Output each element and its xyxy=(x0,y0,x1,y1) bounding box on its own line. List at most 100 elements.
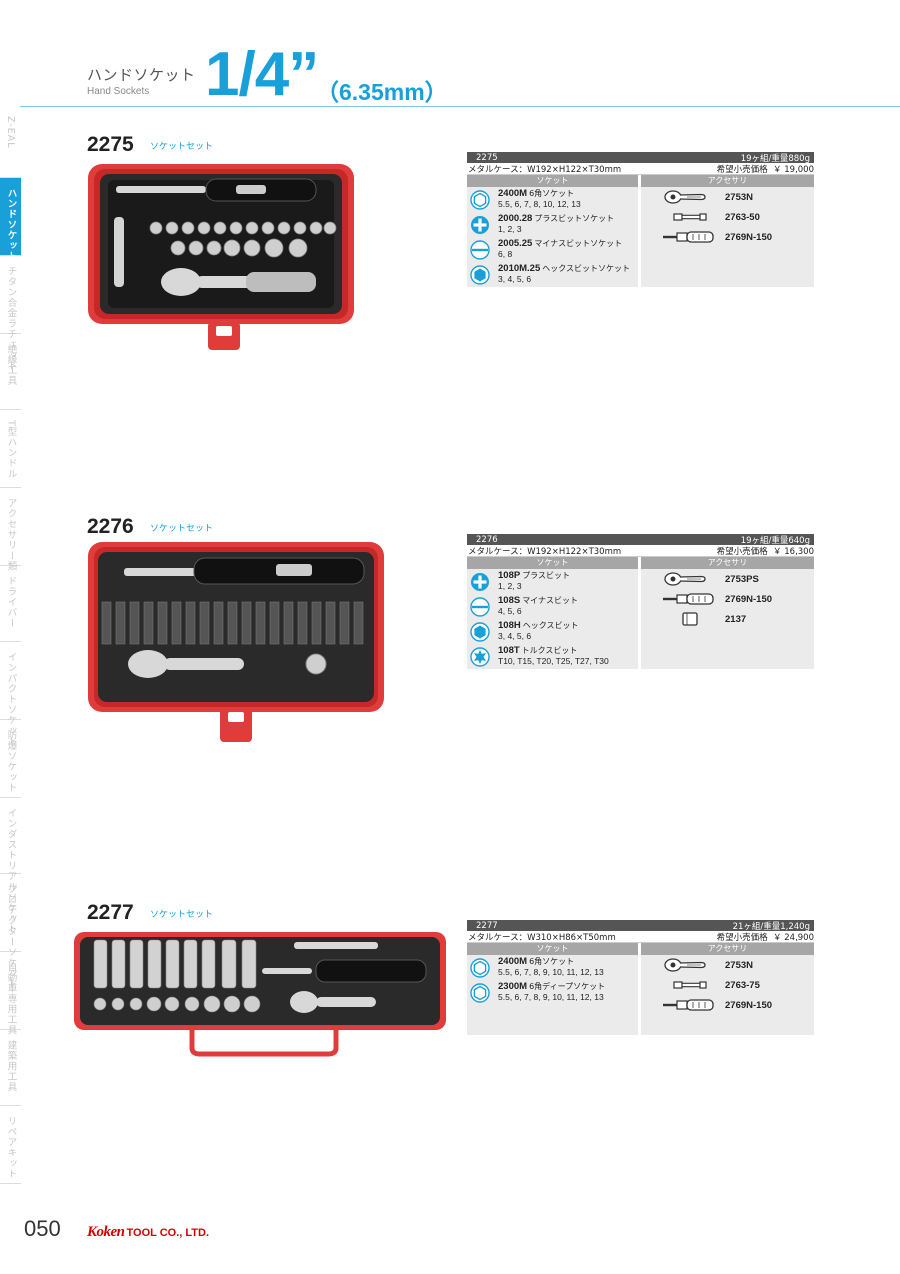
page-number: 050 xyxy=(24,1216,61,1241)
header-size: 1/4” xyxy=(205,40,319,109)
hex-bit-icon xyxy=(470,265,490,285)
extension-bar-icon xyxy=(657,975,723,995)
bit-adapter-icon xyxy=(657,609,723,629)
accessory-column-header: アクセサリ xyxy=(641,943,814,955)
product-image-2275 xyxy=(88,164,354,350)
spec-header-bar: 2276 19ヶ組/重量640g xyxy=(467,534,814,546)
spec-case-dimensions: メタルケース：W192×H122×T30mm xyxy=(468,546,622,557)
side-tab-automotive-tools[interactable]: 自動車専用工具 xyxy=(0,952,21,1036)
screwdriver-handle-icon xyxy=(657,227,723,247)
side-tab-screwdrivers[interactable]: ドライバー xyxy=(0,566,21,642)
accessory-column-header: アクセサリ xyxy=(641,175,814,187)
accessory-row: 2763-50 xyxy=(641,207,814,227)
side-tab-industrial-sockets[interactable]: インダストリアルソケット xyxy=(0,798,21,934)
spec-header-bar: 2277 21ヶ組/重量1,240g xyxy=(467,920,814,932)
header-title-ja: ハンドソケット xyxy=(87,66,196,84)
spec-table-2276: 2276 19ヶ組/重量640g メタルケース：W192×H122×T30mm … xyxy=(467,534,814,669)
slotted-bit-icon xyxy=(470,597,490,617)
section-code: 2276 xyxy=(87,515,134,538)
spec-set-code: 2277 xyxy=(476,920,498,931)
product-image-2276 xyxy=(88,542,384,742)
header-size-mm: （6.35mm） xyxy=(316,79,448,105)
header-title-en: Hand Sockets xyxy=(87,86,150,97)
accessory-row: 2137 xyxy=(641,609,814,629)
side-tab-protector-sockets[interactable]: プロテクターソケット xyxy=(0,874,21,989)
ratchet-icon xyxy=(657,955,723,975)
side-tab-index: Z-EAL ハンドソケット チタン合金ラチェット 絶縁工具 T型ハンドル アクセ… xyxy=(0,106,21,1184)
spec-case-row: メタルケース：W192×H122×T30mm 希望小売価格 ￥ 16,300 xyxy=(467,545,814,557)
product-image-2277 xyxy=(74,932,446,1057)
ratchet-icon xyxy=(657,187,723,207)
spec-count-weight: 21ヶ組/重量1,240g xyxy=(732,921,810,932)
hex-icon xyxy=(470,958,490,978)
brand-company-name: TOOL CO., LTD. xyxy=(126,1227,210,1239)
ratchet-icon xyxy=(657,569,723,589)
hex-icon xyxy=(470,190,490,210)
spec-header-bar: 2275 19ヶ組/重量880g xyxy=(467,152,814,164)
hex-bit-icon xyxy=(470,622,490,642)
spec-set-code: 2276 xyxy=(476,534,498,545)
plus-bit-icon xyxy=(470,215,490,235)
spec-case-row: メタルケース：W192×H122×T30mm 希望小売価格 ￥ 19,000 xyxy=(467,163,814,175)
socket-column-header: ソケット xyxy=(467,557,638,569)
spec-count-weight: 19ヶ組/重量640g xyxy=(740,535,810,546)
socket-column-header: ソケット xyxy=(467,175,638,187)
side-tab-titanium-ratchet[interactable]: チタン合金ラチェット xyxy=(0,256,21,371)
side-tab-explosion-proof[interactable]: 防爆ソケット xyxy=(0,720,21,798)
section-label: ソケットセット xyxy=(150,142,214,152)
side-tab-repair-kit[interactable]: リペアキット xyxy=(0,1106,21,1184)
spec-price: 希望小売価格 ￥ 19,000 xyxy=(716,164,814,175)
accessory-column: アクセサリ 2753N 2763-50 2769N-150 xyxy=(641,175,814,287)
side-tab-t-handle[interactable]: T型ハンドル xyxy=(0,410,21,488)
hex-icon xyxy=(470,983,490,1003)
side-tab-hand-sockets[interactable]: ハンドソケット xyxy=(0,178,21,262)
accessory-column: アクセサリ 2753PS 2769N-150 2137 xyxy=(641,557,814,669)
brand-logo-mark: Koken xyxy=(87,1224,125,1240)
section-label: ソケットセット xyxy=(150,910,214,920)
socket-column-header: ソケット xyxy=(467,943,638,955)
slotted-bit-icon xyxy=(470,240,490,260)
side-tab-construction-tools[interactable]: 建築用工具 xyxy=(0,1030,21,1106)
header-divider xyxy=(20,106,900,107)
spec-case-dimensions: メタルケース：W192×H122×T30mm xyxy=(468,164,622,175)
spec-table-2277: 2277 21ヶ組/重量1,240g メタルケース：W310×H86×T50mm… xyxy=(467,920,814,1035)
accessory-row: 2753PS xyxy=(641,569,814,589)
extension-bar-icon xyxy=(657,207,723,227)
brand-logo: Koken TOOL CO., LTD. xyxy=(87,1224,209,1241)
spec-case-row: メタルケース：W310×H86×T50mm 希望小売価格 ￥ 24,900 xyxy=(467,931,814,943)
screwdriver-handle-icon xyxy=(657,995,723,1015)
accessory-row: 2763-75 xyxy=(641,975,814,995)
accessory-row: 2753N xyxy=(641,187,814,207)
side-tab-impact-sockets[interactable]: インパクトソケット xyxy=(0,642,21,747)
side-tab-zeal[interactable]: Z-EAL xyxy=(0,106,21,178)
accessory-row: 2753N xyxy=(641,955,814,975)
spec-price: 希望小売価格 ￥ 16,300 xyxy=(716,546,814,557)
accessory-row: 2769N-150 xyxy=(641,589,814,609)
spec-count-weight: 19ヶ組/重量880g xyxy=(740,153,810,164)
accessory-column: アクセサリ 2753N 2763-75 2769N-150 xyxy=(641,943,814,1035)
section-code: 2275 xyxy=(87,133,134,156)
spec-set-code: 2275 xyxy=(476,152,498,163)
screwdriver-handle-icon xyxy=(657,589,723,609)
side-tab-accessories[interactable]: アクセサリー類 xyxy=(0,488,21,572)
spec-price: 希望小売価格 ￥ 24,900 xyxy=(716,932,814,943)
accessory-row: 2769N-150 xyxy=(641,995,814,1015)
spec-table-2275: 2275 19ヶ組/重量880g メタルケース：W192×H122×T30mm … xyxy=(467,152,814,287)
side-tab-insulated-tools[interactable]: 絶縁工具 xyxy=(0,334,21,410)
plus-bit-icon xyxy=(470,572,490,592)
section-code: 2277 xyxy=(87,901,134,924)
torx-bit-icon xyxy=(470,647,490,667)
spec-case-dimensions: メタルケース：W310×H86×T50mm xyxy=(468,932,616,943)
